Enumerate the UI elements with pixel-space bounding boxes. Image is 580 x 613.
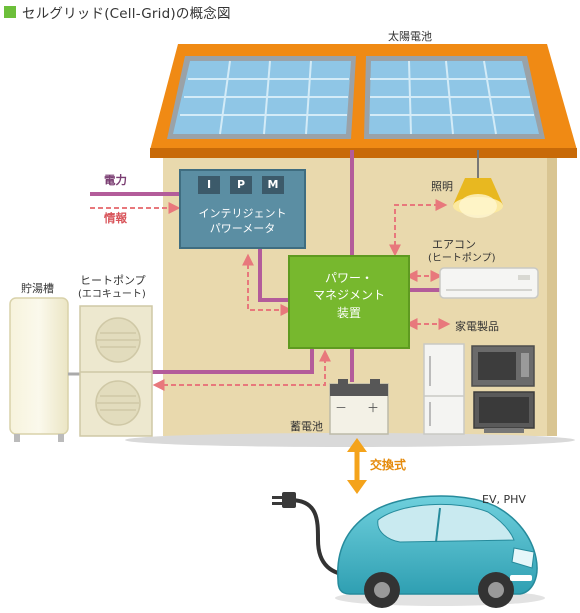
aircon-sub-label: (ヒートポンプ) bbox=[428, 253, 496, 264]
tank-label: 貯湯槽 bbox=[21, 282, 54, 295]
roof-underside bbox=[150, 148, 577, 158]
ceiling-light-icon bbox=[453, 150, 503, 218]
meter-label: インテリジェント パワーメータ bbox=[180, 207, 305, 237]
battery-minus-label: － bbox=[335, 401, 348, 415]
pm-label-line2: マネジメント bbox=[312, 288, 385, 303]
pm-label-line1: パワー・ bbox=[324, 271, 373, 285]
hot-water-tank-icon bbox=[9, 297, 69, 442]
ipm-letter-i: I bbox=[198, 176, 220, 194]
exchange-arrow-icon bbox=[347, 438, 367, 494]
heat-pump-icon bbox=[79, 305, 153, 437]
storage-battery-icon bbox=[329, 379, 389, 435]
page-title: セルグリッド(Cell-Grid)の概念図 bbox=[22, 6, 231, 22]
ev-car-icon bbox=[272, 492, 545, 608]
refrigerator-icon bbox=[423, 343, 465, 435]
battery-label: 蓄電池 bbox=[290, 420, 323, 433]
aircon-label: エアコン bbox=[432, 238, 476, 251]
ipm-letter-p: P bbox=[230, 176, 252, 194]
battery-plus-label: ＋ bbox=[367, 401, 380, 415]
power-label: 電力 bbox=[104, 173, 127, 187]
solar-panel bbox=[167, 56, 545, 139]
heatpump-sub-label: (エコキュート) bbox=[78, 289, 146, 300]
info-label: 情報 bbox=[104, 211, 127, 225]
house-side bbox=[547, 148, 557, 436]
pm-label-line3: 装置 bbox=[336, 305, 361, 320]
title-row: セルグリッド(Cell-Grid)の概念図 bbox=[4, 3, 231, 22]
solar-label: 太陽電池 bbox=[388, 30, 432, 43]
meter-label-line1: インテリジェント bbox=[198, 207, 287, 220]
television-icon bbox=[473, 391, 535, 433]
info-lines bbox=[90, 199, 451, 391]
ev-label: EV, PHV bbox=[482, 493, 526, 506]
ipm-letter-m: M bbox=[262, 176, 284, 194]
microwave-icon bbox=[471, 345, 535, 387]
air-conditioner-icon bbox=[439, 267, 539, 299]
meter-label-line2: パワーメータ bbox=[209, 221, 276, 235]
exchange-label: 交換式 bbox=[370, 458, 407, 472]
house-shadow bbox=[125, 433, 575, 447]
lighting-label: 照明 bbox=[431, 180, 453, 193]
power-management-label: パワー・ マネジメント 装置 bbox=[289, 270, 409, 322]
appliances-label: 家電製品 bbox=[455, 320, 499, 333]
title-marker-icon bbox=[4, 6, 16, 18]
power-management-device bbox=[288, 255, 410, 349]
heatpump-label: ヒートポンプ bbox=[80, 274, 146, 287]
